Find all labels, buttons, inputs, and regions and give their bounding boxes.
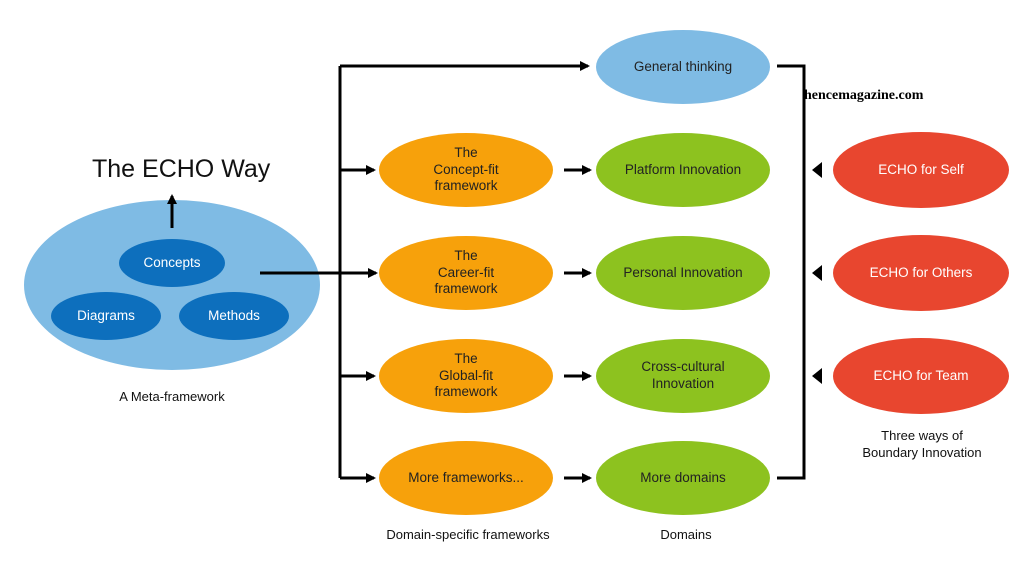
domain-ellipse-personal[interactable]	[596, 236, 770, 310]
methods-label: Methods	[208, 307, 260, 323]
framework-label-4: More frameworks...	[408, 469, 524, 485]
domain-label-general: General thinking	[633, 58, 733, 74]
domain-ellipse-cross-cultural[interactable]	[596, 339, 770, 413]
domain-label-platform: Platform Innovation	[624, 161, 742, 177]
echo-ellipse-others[interactable]	[833, 235, 1009, 311]
methods-ellipse[interactable]	[179, 292, 289, 340]
framework-ellipse-3[interactable]	[379, 339, 553, 413]
framework-ellipse-4[interactable]	[379, 441, 553, 515]
diagrams-label: Diagrams	[77, 307, 135, 323]
domain-ellipse-general[interactable]	[596, 30, 770, 104]
arrowhead-echo-others	[812, 265, 822, 281]
concepts-label: Concepts	[143, 254, 201, 270]
domain-label-personal: Personal Innovation	[623, 264, 743, 280]
echo-label-others: ECHO for Others	[869, 264, 973, 280]
echo-ellipse-team[interactable]	[833, 338, 1009, 414]
echo-ways-caption: Three ways of Boundary Innovation	[862, 428, 982, 460]
domain-label-cross-cultural: Cross-cultural Innovation	[641, 359, 725, 391]
page-title: The ECHO Way	[92, 155, 271, 183]
arrowhead-echo-team	[812, 368, 822, 384]
concepts-ellipse[interactable]	[119, 239, 225, 287]
right-bracket	[777, 64, 806, 480]
framework-label-3: The Global-fit framework	[434, 350, 498, 400]
domains-caption: Domains	[660, 527, 712, 542]
framework-label-2: The Career-fit framework	[434, 247, 498, 297]
framework-ellipse-1[interactable]	[379, 133, 553, 207]
arrowhead-echo-self	[812, 162, 822, 178]
echo-label-self: ECHO for Self	[878, 161, 964, 177]
domain-label-more: More domains	[640, 469, 726, 485]
echo-ellipse-self[interactable]	[833, 132, 1009, 208]
framework-label-1: The Concept-fit framework	[433, 144, 499, 194]
domain-ellipse-more[interactable]	[596, 441, 770, 515]
diagrams-ellipse[interactable]	[51, 292, 161, 340]
domain-ellipse-platform[interactable]	[596, 133, 770, 207]
meta-framework-caption: A Meta-framework	[119, 389, 225, 404]
framework-ellipse-2[interactable]	[379, 236, 553, 310]
watermark-text: hencemagazine.com	[804, 88, 924, 103]
echo-label-team: ECHO for Team	[873, 367, 969, 383]
frameworks-caption: Domain-specific frameworks	[386, 527, 550, 542]
